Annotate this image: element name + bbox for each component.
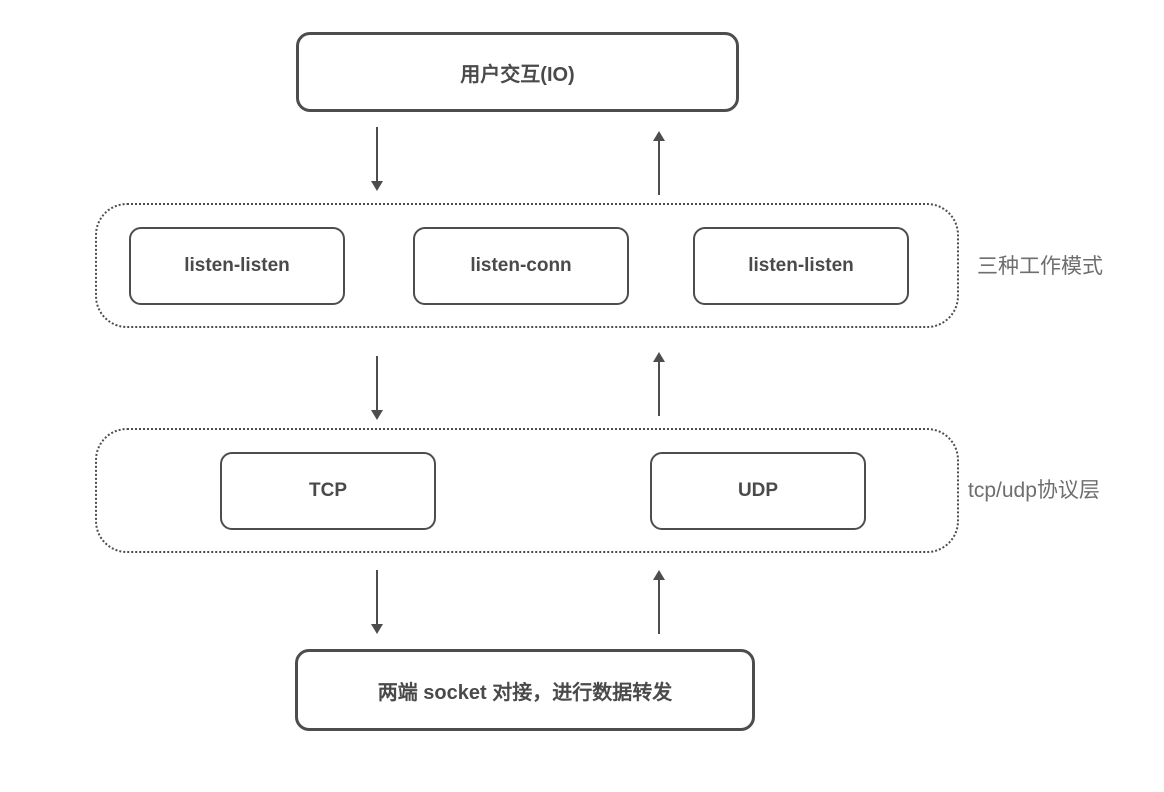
arrow-stem xyxy=(376,127,378,183)
arrow-stem xyxy=(376,356,378,412)
node-socket-forward-label: 两端 socket 对接，进行数据转发 xyxy=(377,681,673,704)
node-udp: UDP xyxy=(650,452,866,530)
node-listen-listen-2: listen-listen xyxy=(693,227,909,305)
arrow-stem xyxy=(376,570,378,626)
arrow-head xyxy=(653,352,665,362)
arrow-down-icon xyxy=(371,570,383,634)
group-work-modes: listen-listen listen-conn listen-listen xyxy=(95,203,959,328)
node-user-io: 用户交互(IO) xyxy=(296,32,739,112)
arrow-up-icon xyxy=(653,131,665,195)
arrow-down-icon xyxy=(371,127,383,191)
node-user-io-label: 用户交互(IO) xyxy=(460,63,575,86)
group-work-modes-label: 三种工作模式 xyxy=(977,255,1103,278)
arrow-down-icon xyxy=(371,356,383,420)
arrow-stem xyxy=(658,578,660,634)
node-tcp-label: TCP xyxy=(309,480,347,501)
arrow-stem xyxy=(658,139,660,195)
arrow-stem xyxy=(658,360,660,416)
node-socket-forward: 两端 socket 对接，进行数据转发 xyxy=(295,649,755,731)
group-protocol-layer: TCP UDP xyxy=(95,428,959,553)
arrow-head xyxy=(371,181,383,191)
node-tcp: TCP xyxy=(220,452,436,530)
arrow-head xyxy=(653,131,665,141)
node-listen-conn-label: listen-conn xyxy=(470,255,572,276)
arrow-up-icon xyxy=(653,570,665,634)
node-listen-listen-2-label: listen-listen xyxy=(748,255,854,276)
arrow-head xyxy=(371,410,383,420)
node-udp-label: UDP xyxy=(737,480,779,501)
node-listen-listen-1: listen-listen xyxy=(129,227,345,305)
arrow-head xyxy=(371,624,383,634)
group-protocol-layer-label: tcp/udp协议层 xyxy=(968,479,1100,502)
node-listen-listen-1-label: listen-listen xyxy=(184,255,290,276)
node-listen-conn: listen-conn xyxy=(413,227,629,305)
arrow-head xyxy=(653,570,665,580)
arrow-up-icon xyxy=(653,352,665,416)
